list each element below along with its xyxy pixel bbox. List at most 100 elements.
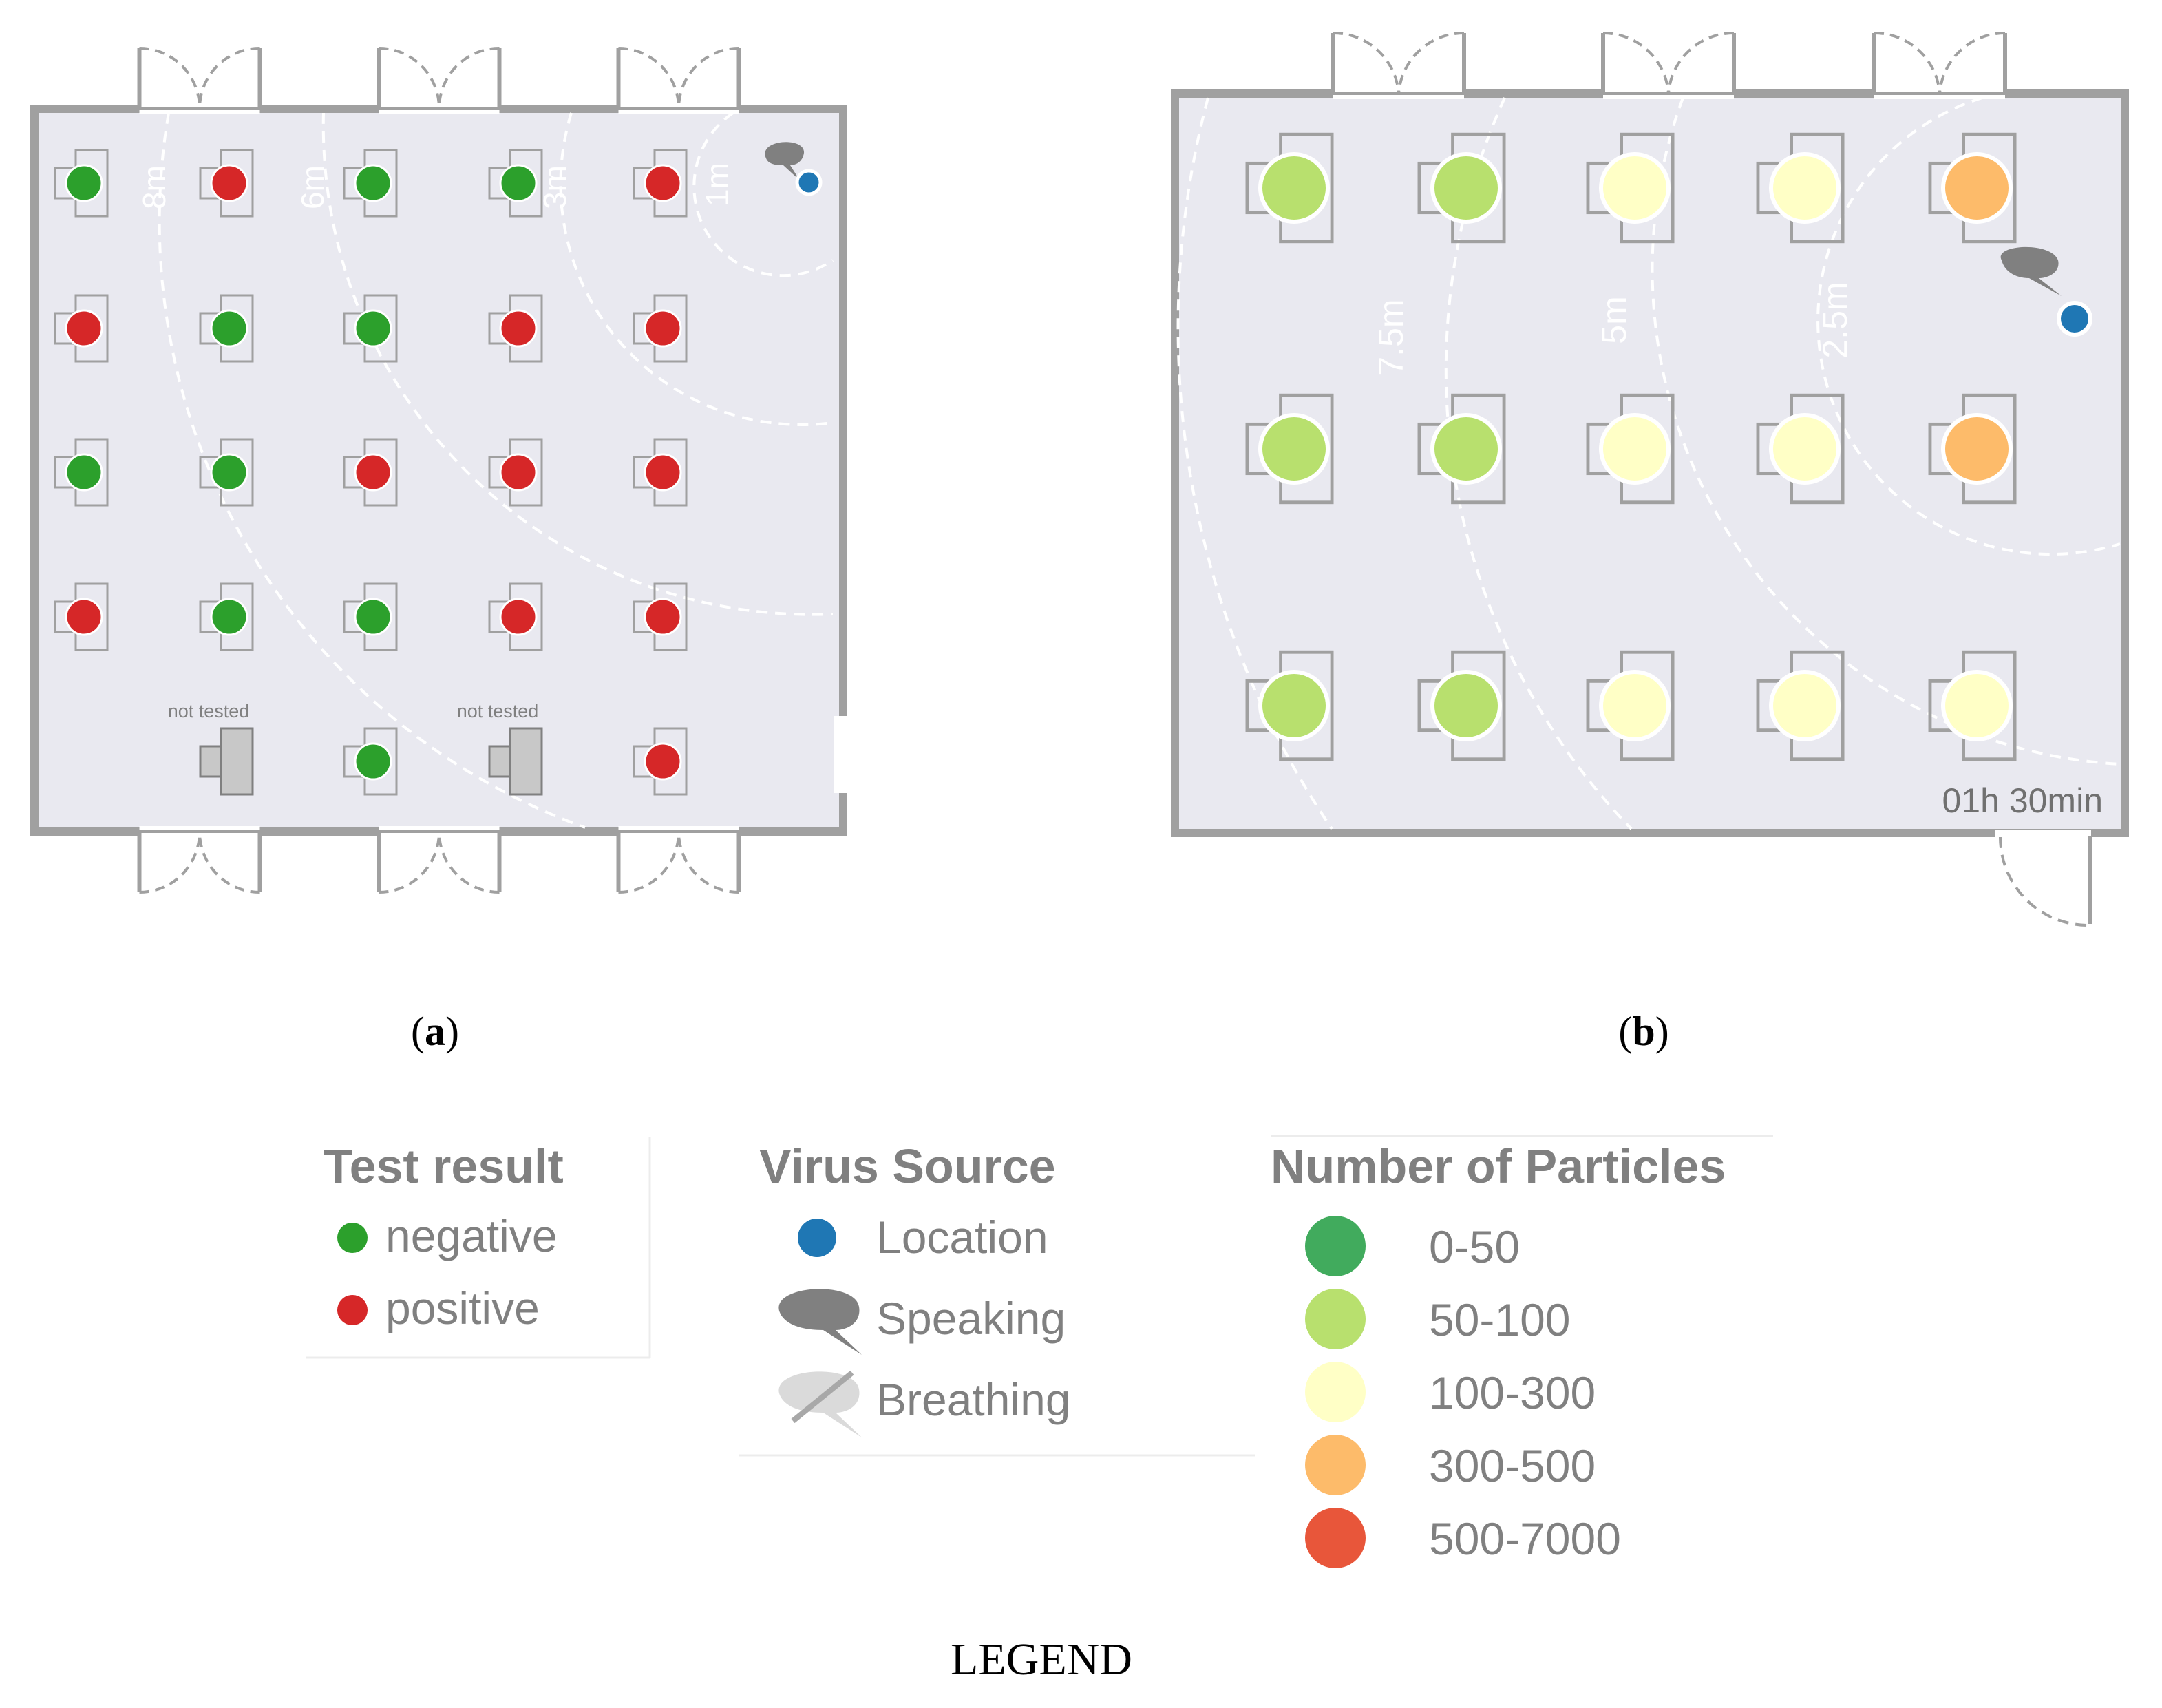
speaking-bubble-icon — [2000, 246, 2062, 296]
seat-negative-marker — [65, 164, 103, 202]
panel-a-label: (a) — [411, 1009, 459, 1054]
seat-positive-marker — [499, 309, 538, 348]
seat-particles-50-100-marker — [1430, 152, 1502, 224]
distance-arcs-a — [158, 112, 834, 829]
legend: Test result negative positive Virus Sour… — [306, 1135, 1773, 1685]
room-b-side-door — [1995, 830, 2092, 927]
legend-virus-source: Virus Source Location Speaking Breathing — [739, 1139, 1255, 1457]
legend-negative-marker — [337, 1223, 368, 1253]
panel-b-label: (b) — [1618, 1009, 1668, 1054]
distance-label-a: 8m — [136, 165, 172, 209]
breathing-icon — [778, 1371, 862, 1437]
seat-particles-50-100-marker — [1430, 670, 1502, 741]
legend-particles-range-label: 50-100 — [1429, 1294, 1571, 1345]
distance-arc-1m — [692, 112, 834, 277]
not-tested-label: not tested — [457, 701, 539, 721]
legend-test-result-title: Test result — [324, 1139, 564, 1193]
seat-negative-marker — [354, 598, 392, 636]
legend-particles-0-50-marker — [1305, 1216, 1366, 1276]
legend-particles-300-500-marker — [1305, 1435, 1366, 1495]
elapsed-time: 01h 30min — [1942, 781, 2103, 820]
seat-positive-marker — [499, 453, 538, 492]
desk — [220, 727, 254, 796]
door-a-bottom-3 — [616, 826, 741, 894]
seat-positive-marker — [65, 309, 103, 348]
seat-negative-marker — [499, 164, 538, 202]
legend-speaking-label: Speaking — [876, 1293, 1066, 1344]
seat-particles-50-100-marker — [1258, 152, 1330, 224]
seat-particles-100-300-marker — [1599, 152, 1671, 224]
virus-source-location-a — [795, 169, 823, 196]
legend-particles-500-7000-marker — [1305, 1508, 1366, 1568]
legend-particles-range-label: 0-50 — [1429, 1221, 1520, 1272]
door-b-top-1 — [1331, 31, 1466, 99]
seat-negative-marker — [210, 598, 248, 636]
legend-caption: LEGEND — [951, 1634, 1132, 1685]
seat-particles-100-300-marker — [1941, 670, 2013, 741]
door-b-top-3 — [1872, 31, 2007, 99]
seat-positive-marker — [644, 453, 682, 492]
legend-positive-label: positive — [385, 1283, 540, 1333]
seat-negative-marker — [354, 742, 392, 781]
panel-b: 7.5m 5m 2.5m 01h 30min (b) — [1171, 31, 2129, 1054]
door-a-top-3 — [616, 47, 741, 114]
room-a-side-opening — [834, 716, 848, 793]
chair — [488, 745, 514, 778]
distance-label-b: 5m — [1595, 296, 1633, 344]
distance-label-b: 7.5m — [1372, 299, 1410, 375]
desk — [509, 727, 543, 796]
seat-negative-marker — [210, 309, 248, 348]
seat-particles-100-300-marker — [1769, 670, 1841, 741]
seat-negative-marker — [210, 453, 248, 492]
distance-arc-8m — [158, 112, 586, 829]
speaking-icon — [778, 1289, 862, 1355]
seat-particles-300-500-marker — [1941, 413, 2013, 485]
seat-particles-100-300-marker — [1599, 670, 1671, 741]
door-a-bottom-2 — [377, 826, 502, 894]
seat-particles-50-100-marker — [1258, 670, 1330, 741]
legend-particles: Number of Particles 0-5050-100100-300300… — [1271, 1135, 1773, 1568]
legend-positive-marker — [337, 1295, 368, 1325]
legend-breathing-label: Breathing — [876, 1374, 1071, 1425]
seat-particles-100-300-marker — [1769, 413, 1841, 485]
distance-label-b: 2.5m — [1816, 282, 1854, 358]
door-a-top-1 — [137, 47, 262, 114]
door-a-top-2 — [377, 47, 502, 114]
seat-particles-100-300-marker — [1599, 413, 1671, 485]
seat-particles-300-500-marker — [1941, 152, 2013, 224]
seat-negative-marker — [354, 309, 392, 348]
room-a-floor — [30, 105, 847, 836]
legend-particles-title: Number of Particles — [1271, 1139, 1726, 1193]
distance-arc-6m — [321, 112, 834, 616]
legend-particles-range-label: 500-7000 — [1429, 1513, 1621, 1564]
legend-location-marker — [798, 1219, 836, 1257]
seat-positive-marker — [499, 598, 538, 636]
seat-positive-marker — [210, 164, 248, 202]
legend-test-result: Test result negative positive — [306, 1137, 651, 1359]
distance-label-a: 3m — [537, 165, 573, 209]
seat-positive-marker — [644, 164, 682, 202]
legend-negative-label: negative — [385, 1210, 558, 1261]
distance-label-a: 6m — [295, 165, 330, 209]
legend-particles-100-300-marker — [1305, 1362, 1366, 1422]
seat-particles-50-100-marker — [1430, 413, 1502, 485]
seat-positive-marker — [354, 453, 392, 492]
seat-positive-marker — [65, 598, 103, 636]
seat-positive-marker — [644, 742, 682, 781]
seat-particles-50-100-marker — [1258, 413, 1330, 485]
virus-source-location-b — [2057, 301, 2092, 337]
not-tested-label: not tested — [168, 701, 250, 721]
panel-a: 8m 6m 3m 1m not tested not tested (a) — [30, 47, 848, 1054]
legend-particles-50-100-marker — [1305, 1289, 1366, 1349]
distance-label-a: 1m — [699, 162, 735, 207]
seat-positive-marker — [644, 309, 682, 348]
distance-arc-2-5m — [1816, 96, 2121, 556]
door-b-top-2 — [1601, 31, 1736, 99]
door-a-bottom-1 — [137, 826, 262, 894]
breathing-strike-icon — [791, 1370, 854, 1424]
speaking-bubble-icon — [765, 142, 805, 180]
legend-virus-source-title: Virus Source — [759, 1139, 1056, 1193]
seat-particles-100-300-marker — [1769, 152, 1841, 224]
